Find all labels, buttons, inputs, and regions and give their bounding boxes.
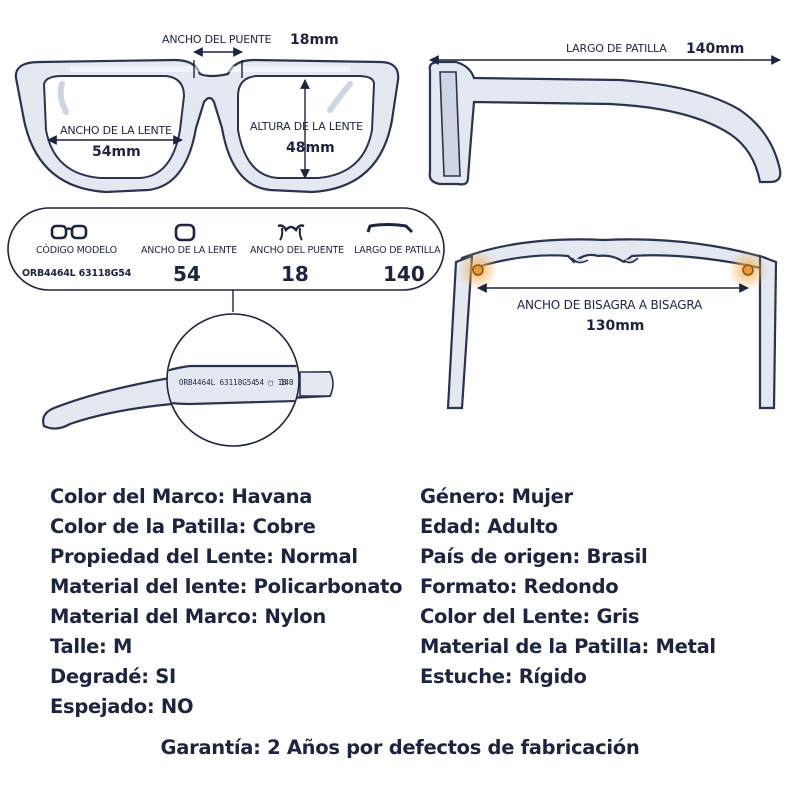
top-view: [446, 238, 778, 410]
side-view: [428, 55, 782, 186]
front-view: [14, 47, 400, 194]
table-temple-label: LARGO DE PATILLA: [354, 245, 441, 256]
warranty-text: Garantía: 2 Años por defectos de fabrica…: [160, 736, 640, 759]
spec-row: Propiedad del Lente: Normal: [50, 545, 358, 568]
spec-row: Color de la Patilla: Cobre: [50, 515, 316, 538]
model-code: ORB4464L 63118G54: [22, 268, 132, 279]
temple-print-size: 54 □ 18: [255, 378, 287, 387]
spec-row: Degradé: SI: [50, 665, 176, 688]
spec-row: Material de la Patilla: Metal: [420, 635, 716, 658]
bridge-icon: [277, 224, 305, 241]
right-hinge-icon: [742, 264, 754, 276]
size-table: [7, 207, 445, 291]
table-bridge-value: 18: [281, 262, 309, 286]
temple-length-value: 140mm: [686, 41, 744, 57]
hinge-width-label: ANCHO DE BISAGRA A BISAGRA: [517, 298, 703, 312]
spec-row: Color del Marco: Havana: [50, 485, 313, 508]
hinge-width-value: 130mm: [586, 318, 644, 334]
spec-column-right: Género: Mujer Edad: Adulto País de orige…: [420, 482, 716, 692]
spec-row: País de origen: Brasil: [420, 545, 648, 568]
table-lens-value: 54: [173, 262, 201, 286]
spec-row: Material del Marco: Nylon: [50, 605, 326, 628]
bridge-measure-value: 18mm: [290, 32, 339, 48]
spec-row: Color del Lente: Gris: [420, 605, 640, 628]
lens-width-value: 54mm: [92, 144, 141, 160]
lens-height-value: 48mm: [286, 140, 335, 156]
lens-width-label: ANCHO DE LA LENTE: [60, 124, 172, 137]
model-label: CÓDIGO MODELO: [36, 244, 117, 256]
spec-row: Estuche: Rígido: [420, 665, 587, 688]
temple-icon: [366, 223, 414, 234]
temple-print-zoom: [42, 290, 334, 447]
temple-print-length: 140: [280, 378, 294, 387]
spec-row: Edad: Adulto: [420, 515, 558, 538]
lens-icon: [174, 223, 196, 242]
spec-row: Formato: Redondo: [420, 575, 619, 598]
left-hinge-icon: [472, 264, 484, 276]
table-temple-value: 140: [383, 262, 425, 286]
spec-row: Talle: M: [50, 635, 133, 658]
table-bridge-label: ANCHO DEL PUENTE: [250, 245, 344, 256]
bridge-measure-label: ANCHO DEL PUENTE: [162, 33, 271, 46]
table-lens-label: ANCHO DE LA LENTE: [141, 245, 237, 256]
spec-column-left: Color del Marco: Havana Color de la Pati…: [50, 482, 403, 722]
spec-row: Material del lente: Policarbonato: [50, 575, 403, 598]
glasses-front-icon: [50, 224, 88, 240]
temple-print-code: ORB4464L 63118G54: [179, 378, 256, 387]
lens-height-label: ALTURA DE LA LENTE: [250, 120, 363, 133]
temple-length-label: LARGO DE PATILLA: [566, 42, 667, 55]
spec-row: Espejado: NO: [50, 695, 194, 718]
spec-row: Género: Mujer: [420, 485, 573, 508]
